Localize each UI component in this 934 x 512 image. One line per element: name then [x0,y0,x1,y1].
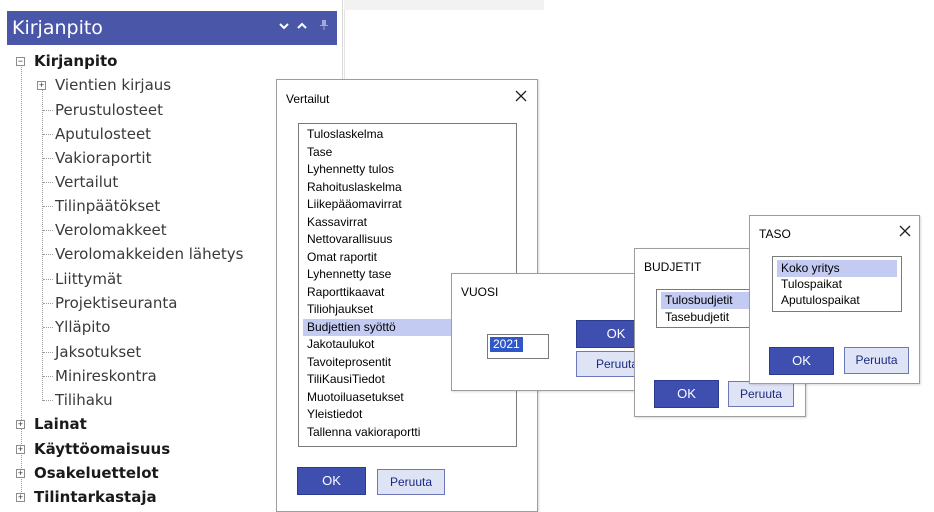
tree-root-label: Tilintarkastaja [34,488,157,506]
list-item[interactable]: Lyhennetty tulos [307,162,394,176]
tree-item-label: Tilihaku [55,391,113,409]
chevron-down-icon[interactable] [277,19,291,37]
tree-item-label: Verolomakkeet [55,221,167,239]
collapse-toggle-icon[interactable]: − [16,56,25,66]
tree-item-vakioraportit[interactable]: Vakioraportit [55,146,151,170]
tree-item-label: Minireskontra [55,367,157,385]
ok-button[interactable]: OK [654,380,719,408]
dialog-title: VUOSI [461,285,499,299]
list-item[interactable]: Raporttikaavat [307,285,385,299]
pin-icon[interactable] [317,19,331,37]
chevron-up-icon[interactable] [295,19,309,37]
tree-root-label: Käyttöomaisuus [34,440,171,458]
tree-root-label: Lainat [34,415,87,433]
list-item[interactable]: Tiliohjaukset [307,302,374,316]
tree-root-label: Kirjanpito [34,52,118,70]
expand-toggle-icon[interactable]: + [16,419,25,429]
panel-header: Kirjanpito [7,11,337,45]
list-item[interactable]: Tasebudjetit [665,310,730,324]
tree-root-lainat[interactable]: Lainat [34,412,87,436]
navigation-tree: − Kirjanpito + Vientien kirjaus Perustul… [0,49,340,512]
list-item[interactable]: Liikepääomavirrat [307,197,402,211]
list-item[interactable]: Tuloslaskelma [307,127,384,141]
tree-item-projektiseuranta[interactable]: Projektiseuranta [55,291,177,315]
tree-item-tilinpaatokset[interactable]: Tilinpäätökset [55,194,160,218]
tree-item-label: Projektiseuranta [55,294,178,312]
list-item[interactable]: Tulospaikat [781,277,842,291]
tree-item-label: Perustulosteet [55,101,163,119]
list-item[interactable]: Rahoituslaskelma [307,180,402,194]
cancel-button[interactable]: Peruuta [728,381,794,407]
ok-button[interactable]: OK [297,467,366,495]
tree-item-label: Vientien kirjaus [55,76,172,94]
expand-toggle-icon[interactable]: + [16,444,25,454]
expand-toggle-icon[interactable]: + [37,80,46,90]
list-item[interactable]: Aputulospaikat [781,293,860,307]
tree-item-vertailut[interactable]: Vertailut [55,170,118,194]
tree-item-verolomakkeiden-lahetys[interactable]: Verolomakkeiden lähetys [55,242,243,266]
vuosi-dialog: VUOSI 2021 OK Peruuta [451,273,643,391]
tree-root-kayttoomaisuus[interactable]: Käyttöomaisuus [34,437,170,461]
list-item[interactable]: Lyhennetty tase [307,267,392,281]
list-item[interactable]: Yleistiedot [307,407,363,421]
cancel-button[interactable]: Peruuta [844,347,909,374]
list-item[interactable]: Omat raportit [307,250,378,264]
tree-root-tilintarkastaja[interactable]: Tilintarkastaja [34,485,157,509]
tree-root-label: Osakeluettelot [34,464,159,482]
ok-button[interactable]: OK [576,320,642,348]
tree-item-label: Jaksotukset [55,343,142,361]
dialog-title: Vertailut [286,92,330,106]
tree-item-label: Tilinpäätökset [55,197,161,215]
tree-item-liittymat[interactable]: Liittymät [55,267,122,291]
ok-button[interactable]: OK [769,347,834,375]
list-item[interactable]: Tallenna vakioraportti [307,425,421,439]
level-listbox[interactable]: Koko yritys Tulospaikat Aputulospaikat [772,256,902,312]
tree-root-osakeluettelot[interactable]: Osakeluettelot [34,461,159,485]
taso-dialog: TASO Koko yritys Tulospaikat Aputulospai… [749,215,920,384]
tree-item-perustulosteet[interactable]: Perustulosteet [55,98,163,122]
dialog-title: BUDJETIT [644,260,702,274]
tree-item-label: Vakioraportit [55,149,152,167]
list-item[interactable]: Jakotaulukot [307,337,375,351]
vertailut-dialog: Vertailut Tuloslaskelma Tase Lyhennetty … [276,79,538,512]
expand-toggle-icon[interactable]: + [16,492,25,502]
list-item[interactable]: Kassavirrat [307,215,368,229]
tree-item-verolomakkeet[interactable]: Verolomakkeet [55,218,167,242]
tree-item-jaksotukset[interactable]: Jaksotukset [55,340,141,364]
list-item-selected[interactable]: Koko yritys [777,260,897,277]
expand-toggle-icon[interactable]: + [16,468,25,478]
tree-item-label: Aputulosteet [55,125,152,143]
tree-item-minireskontra[interactable]: Minireskontra [55,364,157,388]
tree-item-label: Vertailut [55,173,119,191]
close-icon[interactable] [897,225,913,241]
tree-item-label: Ylläpito [55,318,111,336]
list-item[interactable]: TiliKausiTiedot [307,372,385,386]
year-input[interactable]: 2021 [487,334,549,359]
year-value: 2021 [490,337,523,352]
tree-root-kirjanpito[interactable]: Kirjanpito [34,49,117,73]
cancel-button[interactable]: Peruuta [377,469,445,495]
tree-item-vientien-kirjaus[interactable]: Vientien kirjaus [55,73,171,97]
tree-item-tilihaku[interactable]: Tilihaku [55,388,113,412]
list-item[interactable]: Muotoiluasetukset [307,390,404,404]
tree-item-aputulosteet[interactable]: Aputulosteet [55,122,151,146]
budjetit-dialog: BUDJETIT Tulosbudjetit Tasebudjetit OK P… [634,248,806,417]
list-item[interactable]: Tavoiteprosentit [307,355,392,369]
tree-item-yllapito[interactable]: Ylläpito [55,315,110,339]
tree-item-label: Liittymät [55,270,123,288]
panel-title: Kirjanpito [12,17,103,39]
dialog-title: TASO [759,227,791,241]
list-item[interactable]: Nettovarallisuus [307,232,393,246]
list-item[interactable]: Tase [307,145,333,159]
close-icon[interactable] [513,90,529,106]
cancel-button[interactable]: Peruuta [576,351,642,377]
tree-item-label: Verolomakkeiden lähetys [55,245,244,263]
